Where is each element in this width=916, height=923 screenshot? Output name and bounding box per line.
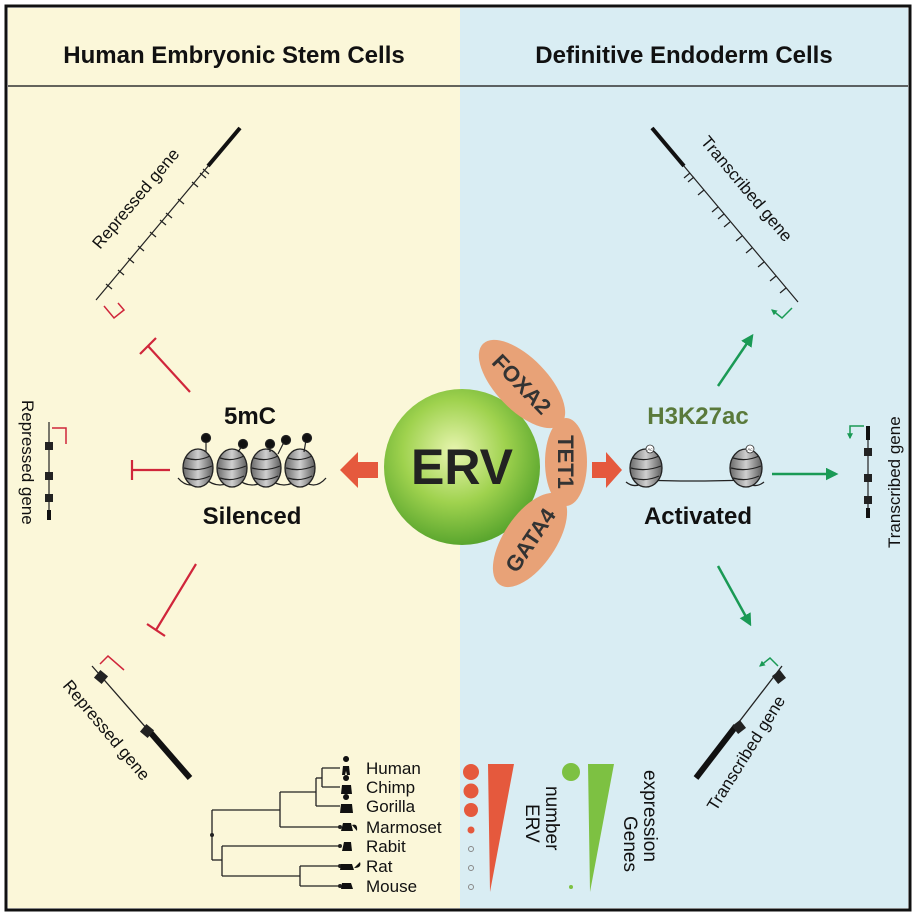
species-marmoset: Marmoset — [366, 818, 442, 837]
erv-number-wedge — [488, 764, 514, 892]
tree-node-dots — [210, 825, 342, 888]
inhibit-bar-top — [139, 337, 157, 355]
expression-dot-low — [569, 885, 573, 889]
mouse-icon — [341, 883, 353, 889]
rat-icon — [340, 862, 361, 870]
arrow-to-activated — [592, 452, 622, 488]
right-header: Definitive Endoderm Cells — [535, 42, 832, 69]
transcribed-gene-label-right: Transcribed gene — [885, 416, 904, 548]
erv-label: ERV — [411, 439, 514, 495]
acetyl-label-2: Ac — [747, 447, 753, 452]
inhibition-arrows — [130, 337, 197, 637]
expression-dot-high — [562, 763, 580, 781]
species-rabbit: Rabit — [366, 837, 406, 856]
methyl-lollipops — [200, 432, 313, 455]
erv-legend-line1: ERV — [521, 804, 542, 843]
species-mouse: Mouse — [366, 877, 417, 896]
erv-legend-line2: number — [541, 786, 562, 851]
phylogenetic-tree — [211, 767, 340, 887]
transcribed-gene-right: Transcribed gene — [847, 416, 904, 548]
expression-wedge — [588, 764, 614, 892]
chimp-icon — [341, 775, 352, 794]
species-chimp: Chimp — [366, 778, 415, 797]
inhibit-line-top — [147, 345, 191, 393]
gorilla-icon — [340, 794, 353, 813]
expression-legend-line2: expression — [639, 770, 660, 862]
activate-arrow-bottom — [716, 565, 752, 627]
arrow-to-silenced — [340, 452, 378, 488]
frame-border — [4, 4, 912, 912]
activated-label: Activated — [644, 503, 752, 530]
rabbit-icon — [342, 836, 352, 851]
species-icons — [340, 756, 361, 889]
left-header: Human Embryonic Stem Cells — [63, 42, 404, 69]
expression-legend-line1: Genes — [619, 816, 640, 872]
species-rat: Rat — [366, 857, 393, 876]
methylation-mark-label: 5mC — [224, 403, 276, 430]
factor-tet1: TET1 — [545, 418, 587, 506]
inhibit-line-bottom — [155, 563, 197, 631]
inhibit-bar-bottom — [146, 623, 166, 637]
silenced-label: Silenced — [203, 503, 302, 530]
methylated-chromatin — [177, 432, 327, 488]
acetyl-label-1: Ac — [647, 447, 653, 452]
activate-arrow-top — [716, 333, 754, 387]
repressed-gene-left: Repressed gene — [18, 400, 67, 525]
acetylated-chromatin: Ac Ac — [625, 444, 765, 488]
species-labels: Human Chimp Gorilla Marmoset Rabit Rat M… — [366, 759, 442, 896]
species-gorilla: Gorilla — [366, 797, 416, 816]
marmoset-icon — [341, 823, 358, 831]
tet1-label: TET1 — [553, 435, 578, 489]
erv-circle — [384, 389, 540, 545]
species-human: Human — [366, 759, 421, 778]
acetylation-mark-label: H3K27ac — [647, 403, 748, 430]
activation-arrows — [716, 333, 839, 627]
repressed-gene-label-left: Repressed gene — [18, 400, 37, 525]
human-icon — [342, 756, 350, 775]
erv-number-dots — [463, 764, 479, 890]
